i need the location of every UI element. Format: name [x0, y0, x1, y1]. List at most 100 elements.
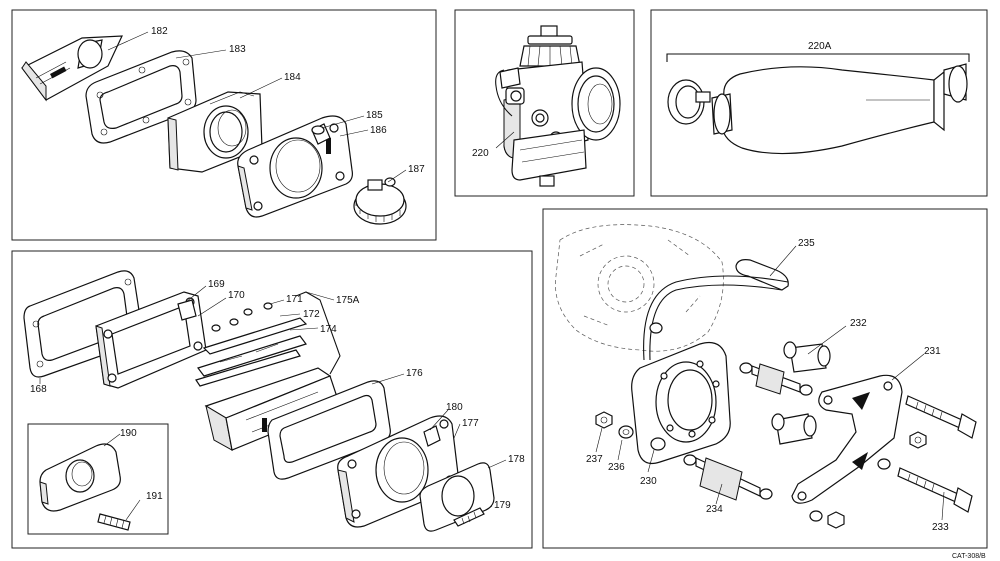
leader-175A [305, 291, 335, 301]
part-clamp-220A [667, 79, 711, 125]
part-233-bolt-lower [897, 467, 973, 513]
leader-185 [321, 115, 365, 129]
catalog-code: CAT-308/B [952, 553, 986, 560]
callout-183: 183 [229, 44, 246, 55]
part-234-silent-block-lower [683, 454, 773, 501]
part-180-flange [337, 415, 459, 528]
reed-valve-group: 168 169 170 171 172 174 175A 176 180 177… [23, 270, 525, 532]
leader-232 [807, 325, 847, 355]
callout-169: 169 [208, 279, 225, 290]
part-190-adapter [39, 443, 121, 512]
bracket-220A [666, 53, 970, 62]
part-182-wedge-adapter [21, 35, 123, 102]
leader-183 [175, 49, 227, 59]
leader-235 [769, 245, 797, 277]
leader-191 [125, 499, 141, 521]
carburetor-group: 220 [472, 25, 621, 187]
callout-179: 179 [494, 500, 511, 511]
callout-177: 177 [462, 418, 479, 429]
callout-232: 232 [850, 318, 867, 329]
part-232-spacer-lower [771, 413, 817, 445]
part-171-screws [211, 302, 273, 332]
leader-186 [339, 129, 369, 137]
leader-178 [487, 459, 507, 469]
leader-174 [289, 327, 319, 331]
leader-180 [429, 409, 449, 431]
part-232-spacer-upper [783, 341, 831, 373]
part-nut-bottom [809, 458, 891, 529]
callout-190: 190 [120, 428, 137, 439]
part-176-reed-block [204, 367, 341, 451]
callout-235: 235 [798, 238, 815, 249]
leader-220 [495, 131, 515, 149]
callout-185: 185 [366, 110, 383, 121]
callout-168: 168 [30, 384, 47, 395]
part-185-stud [311, 123, 331, 145]
part-nut-right-upper [909, 431, 927, 449]
callout-184: 184 [284, 72, 301, 83]
part-234-silent-block-upper [739, 362, 813, 396]
callout-178: 178 [508, 454, 525, 465]
callout-220A: 220A [808, 41, 832, 52]
leader-233 [941, 491, 945, 521]
part-172-petal-stop [202, 317, 308, 355]
panel-frame-intake-silencer [650, 9, 988, 197]
part-236-washer [618, 425, 634, 439]
leader-176 [371, 373, 405, 385]
leader-182 [107, 31, 149, 51]
part-233-bolt-upper [905, 395, 977, 439]
part-silencer-220A [711, 63, 968, 155]
part-184-flange [167, 91, 263, 173]
panel-frame-reed-valve [11, 250, 533, 549]
leader-190 [103, 433, 121, 447]
leader-236 [617, 439, 623, 461]
panel-frame-mounting-bracket [542, 208, 988, 549]
callout-182: 182 [151, 26, 168, 37]
callout-230: 230 [640, 476, 657, 487]
leader-230 [647, 449, 655, 473]
leader-237 [595, 427, 603, 453]
leader-234 [715, 483, 723, 505]
part-231-bracket [791, 374, 903, 504]
callout-187: 187 [408, 164, 425, 175]
callout-175A: 175A [336, 295, 360, 306]
part-183-gasket [85, 50, 197, 144]
part-237-nut [595, 411, 613, 429]
panel-frame-reed-adapter [11, 9, 437, 241]
leader-184 [239, 77, 283, 99]
callout-237: 237 [586, 454, 603, 465]
bracket-175A [295, 291, 341, 375]
callout-170: 170 [228, 290, 245, 301]
part-174-reed-petals [195, 335, 307, 387]
leader-169 [185, 285, 207, 303]
part-230-flange [631, 322, 731, 465]
callout-174: 174 [320, 324, 337, 335]
callout-234: 234 [706, 504, 723, 515]
part-187-hose-clamp [353, 177, 407, 225]
panel-frame-adapter-inset [27, 423, 169, 535]
callout-231: 231 [924, 346, 941, 357]
callout-186: 186 [370, 125, 387, 136]
callout-180: 180 [446, 402, 463, 413]
leader-187 [387, 169, 407, 183]
callout-172: 172 [303, 309, 320, 320]
callout-171: 171 [286, 294, 303, 305]
part-170-reed-housing [95, 291, 207, 389]
leader-171 [269, 299, 285, 305]
part-235-vent-hose [643, 259, 789, 361]
leader-179 [481, 505, 493, 513]
callout-191: 191 [146, 491, 163, 502]
leader-231 [891, 353, 925, 381]
leader-170 [197, 297, 227, 317]
callout-176: 176 [406, 368, 423, 379]
part-179-stud [453, 507, 485, 527]
mounting-bracket-group: 235 232 231 230 236 237 234 233 [555, 224, 977, 533]
leader-177 [453, 423, 461, 439]
adapter-inset: 190 191 [39, 428, 163, 531]
part-220-carburetor [495, 25, 621, 187]
callout-236: 236 [608, 462, 625, 473]
reed-adapter-group: 182 183 184 185 186 187 [21, 26, 425, 225]
part-191-stud [97, 513, 131, 531]
engine-case-ghost [555, 224, 724, 352]
